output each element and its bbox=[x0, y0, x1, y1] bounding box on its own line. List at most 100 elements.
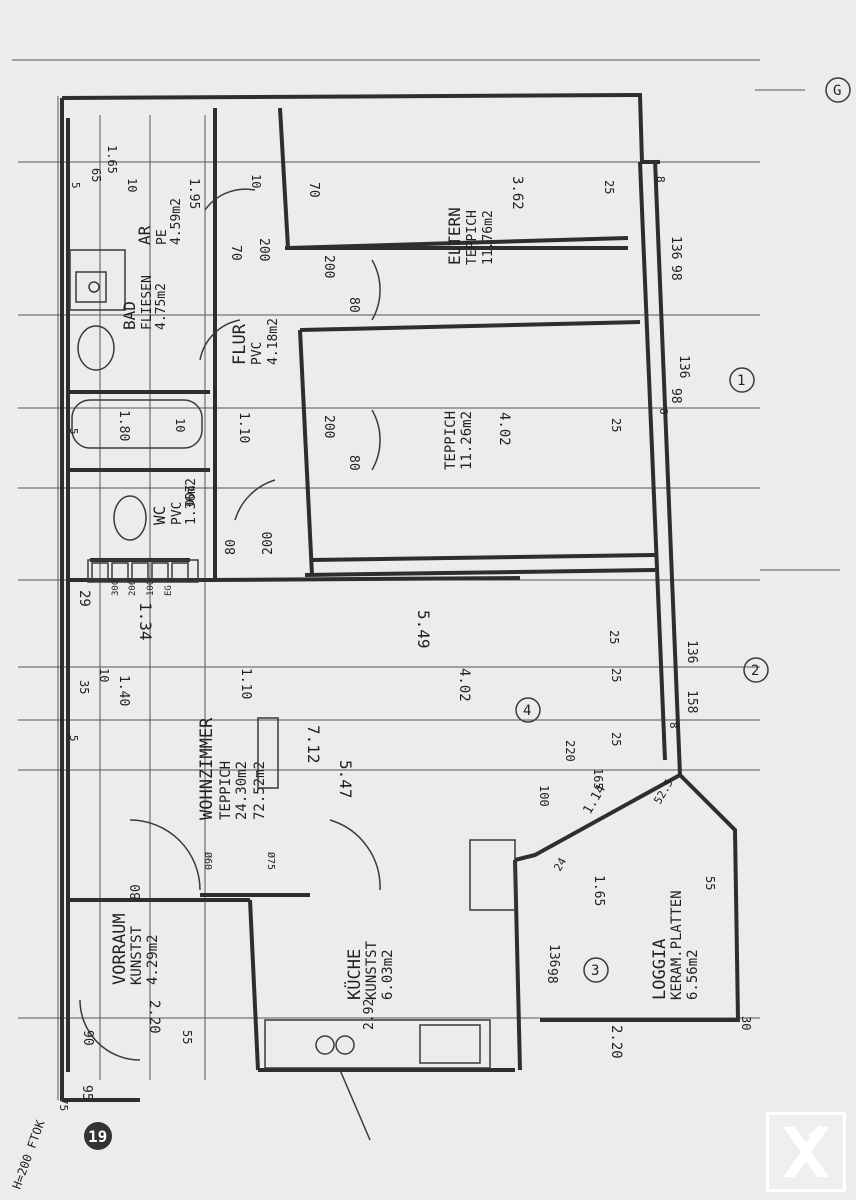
outer-walls bbox=[60, 92, 741, 1102]
svg-text:TEPPICH: TEPPICH bbox=[443, 411, 459, 470]
svg-text:PVC: PVC bbox=[250, 342, 265, 365]
dim-1-65: 1.65 bbox=[591, 875, 606, 906]
marker-4 bbox=[515, 697, 541, 723]
total-area-box bbox=[257, 717, 279, 789]
toilet-icon bbox=[113, 495, 147, 541]
svg-text:VORRAUM: VORRAUM bbox=[110, 913, 130, 985]
dim-2-20a: 2.20 bbox=[146, 1000, 162, 1034]
dim-75: 75 bbox=[57, 1098, 70, 1111]
dim-136a: 136 bbox=[668, 236, 683, 259]
dim-1-80: 1.80 bbox=[116, 410, 131, 441]
room-label-zimmer: TEPPICH 11.26m2 bbox=[443, 411, 475, 470]
svg-text:72.52m2: 72.52m2 bbox=[252, 761, 268, 820]
dim-35: 35 bbox=[77, 680, 91, 694]
svg-text:KUNSTST: KUNSTST bbox=[129, 925, 145, 985]
dim-5-47: 5.47 bbox=[336, 760, 355, 799]
dim-1-10b: 1.10 bbox=[236, 412, 251, 443]
dim-200e: 200 bbox=[182, 485, 196, 507]
dim-100b: 100 bbox=[146, 580, 156, 596]
stove-burner-icon bbox=[315, 1035, 335, 1055]
dim-98a: 98 bbox=[668, 265, 683, 281]
svg-text:TEPPICH: TEPPICH bbox=[218, 761, 234, 820]
dim-55a: 55 bbox=[180, 1030, 194, 1044]
svg-text:19: 19 bbox=[88, 1127, 107, 1146]
svg-text:FLIESEN: FLIESEN bbox=[140, 275, 155, 330]
axis-markers: 1 2 3 4 G 19 bbox=[84, 77, 851, 1150]
room-label-kueche: KÜCHE KUNSTST 6.03m2 bbox=[343, 940, 396, 1000]
dim-80d: 80 bbox=[129, 884, 144, 900]
kitchen-row-icon bbox=[264, 1019, 491, 1069]
washbasin-icon bbox=[69, 249, 126, 311]
dim-206: 206 bbox=[128, 580, 138, 596]
marker-1 bbox=[729, 367, 755, 393]
dim-98b: 98 bbox=[668, 388, 683, 404]
dim-1-34: 1.34 bbox=[136, 602, 155, 641]
x-logo-icon bbox=[783, 1125, 829, 1177]
room-label-eltern: ELTERN TEPPICH 11.76m2 bbox=[445, 207, 496, 265]
dim-70a: 70 bbox=[228, 245, 243, 261]
dim-10a: 10 bbox=[125, 178, 139, 192]
svg-text:WC: WC bbox=[150, 506, 169, 525]
svg-text:6.03m2: 6.03m2 bbox=[380, 949, 396, 1000]
svg-text:TEPPICH: TEPPICH bbox=[465, 210, 480, 265]
room-label-vorraum: VORRAUM KUNSTST 4.29m2 bbox=[110, 913, 161, 985]
svg-text:1.36m2: 1.36m2 bbox=[184, 478, 199, 525]
dim-5c: 5 bbox=[67, 735, 80, 742]
dim-10c: 10 bbox=[173, 418, 187, 432]
unit-number-badge bbox=[84, 1122, 112, 1150]
dim-5a: 5 bbox=[69, 182, 82, 189]
dim-30: 30 bbox=[739, 1016, 753, 1030]
watermark-logo bbox=[766, 1112, 846, 1192]
svg-text:1: 1 bbox=[737, 373, 745, 389]
svg-text:PVC: PVC bbox=[170, 502, 185, 525]
dim-80c: 80 bbox=[224, 539, 239, 555]
dim-25a: 25 bbox=[602, 180, 616, 194]
floor-drain-icon bbox=[88, 281, 100, 293]
dim-1-40: 1.40 bbox=[116, 675, 131, 706]
dim-136c: 136 bbox=[684, 640, 699, 663]
svg-text:4.75m2: 4.75m2 bbox=[154, 283, 169, 330]
bathtub-icon bbox=[71, 399, 203, 449]
dim-300: 300 bbox=[111, 580, 121, 596]
dim-200a: 200 bbox=[256, 238, 271, 261]
svg-text:2: 2 bbox=[751, 663, 759, 679]
dim-24: 24 bbox=[551, 855, 569, 873]
dim-200b: 200 bbox=[321, 255, 336, 278]
dim-d75: Ø75 bbox=[265, 852, 277, 870]
dim-7-12: 7.12 bbox=[304, 725, 323, 764]
kitchen-sink-icon bbox=[419, 1024, 481, 1064]
dim-25b: 25 bbox=[609, 418, 623, 432]
dim-100: 100 bbox=[537, 785, 551, 807]
dim-1-95: 1.95 bbox=[186, 178, 201, 209]
dim-25c: 25 bbox=[607, 630, 621, 644]
marker-3 bbox=[583, 957, 609, 983]
svg-text:4.59m2: 4.59m2 bbox=[169, 198, 184, 245]
svg-text:4.18m2: 4.18m2 bbox=[266, 318, 281, 365]
svg-text:11.76m2: 11.76m2 bbox=[481, 210, 496, 265]
dim-200d: 200 bbox=[261, 532, 276, 555]
room-label-bad: BAD FLIESEN 4.75m2 bbox=[120, 275, 169, 330]
svg-text:KUNSTST: KUNSTST bbox=[364, 940, 380, 1000]
dim-d60: Ø60 bbox=[202, 852, 214, 870]
sink-bowl-icon bbox=[77, 325, 115, 371]
dim-55b: 55 bbox=[703, 876, 717, 890]
dim-136b: 136 bbox=[676, 355, 691, 378]
svg-text:4.29m2: 4.29m2 bbox=[145, 934, 161, 985]
dim-4-02a: 4.02 bbox=[456, 668, 472, 702]
room-label-ar: AR PE 4.59m2 bbox=[135, 198, 184, 245]
dim-25d: 25 bbox=[609, 668, 623, 682]
dim-3-62: 3.62 bbox=[509, 176, 525, 210]
door-swings bbox=[79, 188, 381, 1061]
dim-5b: 5 bbox=[67, 428, 80, 435]
svg-text:11.26m2: 11.26m2 bbox=[459, 411, 475, 470]
dim-80a: 80 bbox=[346, 297, 361, 313]
dim-1-65b: 1.65 bbox=[105, 145, 119, 174]
dimension-labels: 5.49 5.47 7.12 4.02 4.02 3.62 1.34 1.14 … bbox=[57, 145, 753, 1111]
dim-8c: 8 bbox=[667, 722, 680, 729]
dim-165c: 165 bbox=[591, 768, 605, 790]
room-label-flur: FLUR PVC 4.18m2 bbox=[230, 318, 281, 365]
kitchen-counter-icon bbox=[87, 559, 199, 583]
svg-text:WOHNZIMMER: WOHNZIMMER bbox=[197, 717, 217, 820]
